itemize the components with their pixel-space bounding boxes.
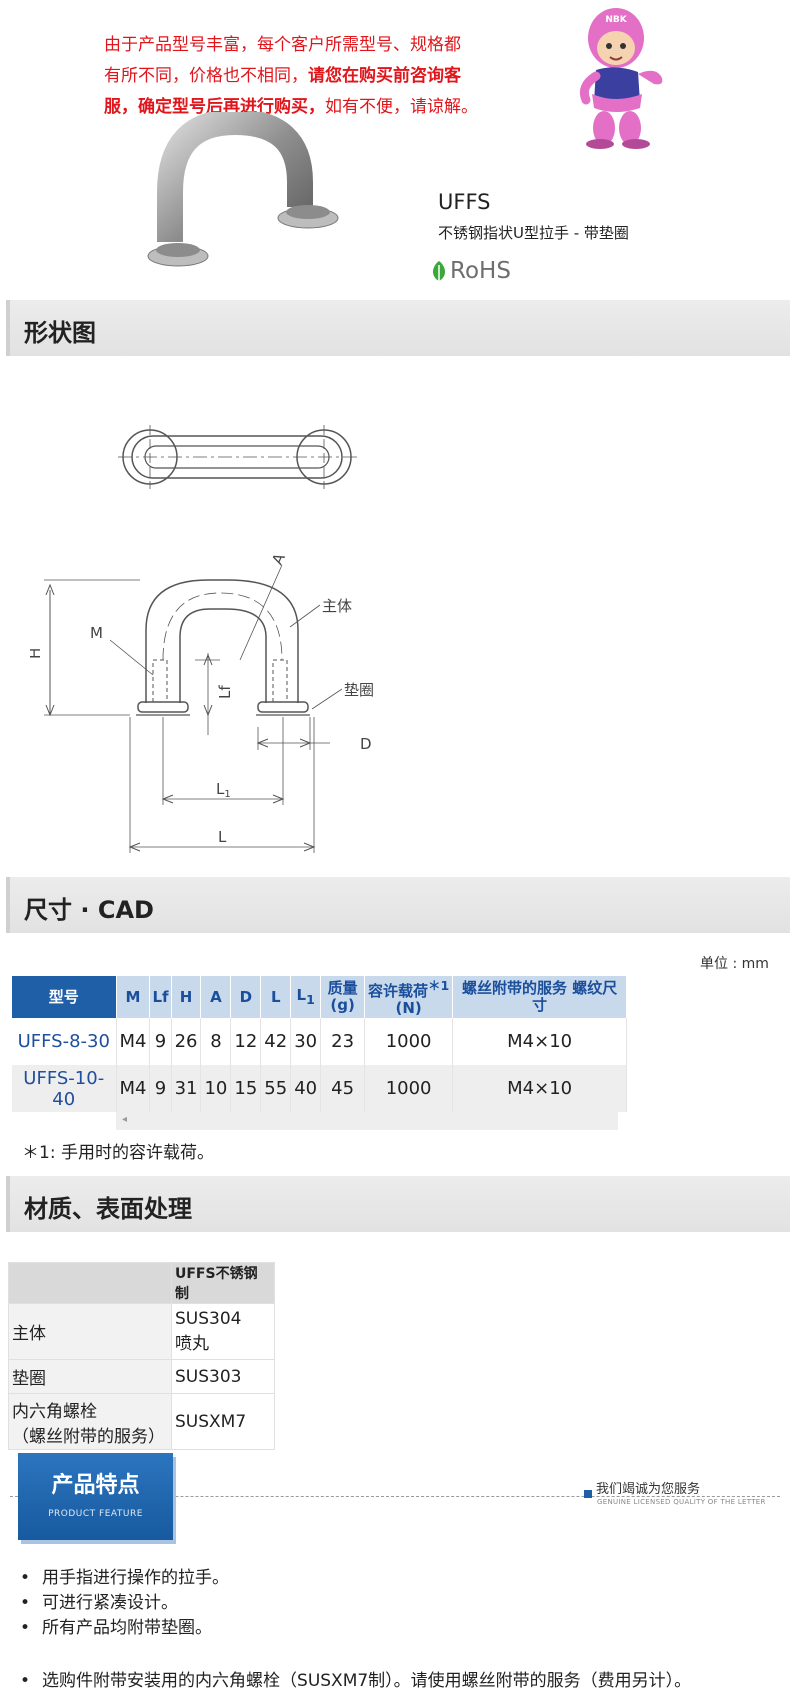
notice-line-3: 服，确定型号后再进行购买，如有不便，请谅解。	[104, 97, 478, 117]
service-slogan: 我们竭诚为您服务	[596, 1482, 701, 1497]
service-slogan-en: GENUINE LICENSED QUALITY OF THE LETTER	[597, 1498, 766, 1506]
svg-text:NBK: NBK	[605, 15, 627, 25]
cell-d: 12	[230, 1018, 262, 1065]
row-label-body: 主体	[8, 1303, 172, 1360]
col-lf: Lf	[149, 976, 172, 1018]
square-bullet-icon	[584, 1490, 592, 1498]
label-washer: 垫圈	[344, 681, 374, 699]
cell-lf: 9	[149, 1065, 172, 1112]
cell-l: 55	[260, 1065, 292, 1112]
feature-badge: 产品特点 PRODUCT FEATURE	[18, 1453, 173, 1540]
rohs-label: RoHS	[450, 258, 511, 284]
notice-line-1: 由于产品型号丰富，每个客户所需型号、规格都	[104, 35, 461, 55]
cell-load: 1000	[364, 1018, 454, 1065]
cell-load: 1000	[364, 1065, 454, 1112]
col-load: 容许载荷＊1(N)	[364, 976, 454, 1018]
cell-screw: M4×10	[452, 1065, 628, 1112]
cell-m: M4	[116, 1018, 151, 1065]
col-l1: L1	[290, 976, 322, 1018]
section-title: 尺寸 · CAD	[24, 896, 154, 924]
cell-l1: 40	[290, 1065, 322, 1112]
table-header-row: UFFS不锈钢制	[8, 1262, 275, 1304]
row-value-washer: SUS303	[171, 1359, 275, 1394]
cell-screw: M4×10	[452, 1018, 628, 1065]
cell-m: M4	[116, 1065, 151, 1112]
rohs-badge: RoHS	[430, 258, 511, 284]
notice-line-2: 有所不同，价格也不相同，请您在购买前咨询客	[104, 66, 461, 86]
cell-lf: 9	[149, 1018, 172, 1065]
leaf-icon	[433, 261, 445, 281]
note-list: 选购件附带安装用的内六角螺栓（SUSXM7制）。请使用螺丝附带的服务（费用另计）…	[20, 1666, 691, 1691]
cell-h: 26	[171, 1018, 202, 1065]
col-model: 型号	[12, 976, 117, 1018]
list-item: 选购件附带安装用的内六角螺栓（SUSXM7制）。请使用螺丝附带的服务（费用另计）…	[20, 1666, 691, 1691]
col-mass: 质量(g)	[320, 976, 366, 1018]
col-a: A	[200, 976, 232, 1018]
shape-drawing: H M Lf A 主体 垫圈 D L1 L	[30, 425, 374, 853]
feature-title-cn: 产品特点	[51, 1473, 140, 1498]
table-header-row: 型号 M Lf H A D L L1 质量(g) 容许载荷＊1(N) 螺丝附带的…	[12, 976, 628, 1018]
table-row: UFFS-10-40 M4 9 31 10 15 55 40 45 1000 M…	[12, 1065, 628, 1112]
feature-title-en: PRODUCT FEATURE	[48, 1509, 143, 1519]
list-item: 用手指进行操作的拉手。	[20, 1566, 229, 1591]
row-value-bolt: SUSXM7	[171, 1393, 275, 1450]
col-h: H	[171, 976, 202, 1018]
product-code: UFFS	[438, 190, 491, 214]
model-link[interactable]: UFFS-10-40	[12, 1065, 117, 1112]
section-header-shape: 形状图	[6, 300, 790, 356]
mascot-illustration: NBK	[579, 8, 663, 149]
table-row: 内六角螺栓（螺丝附带的服务） SUSXM7	[8, 1393, 275, 1450]
label-lf: Lf	[216, 685, 234, 699]
horizontal-scrollbar[interactable]: ◂	[116, 1112, 618, 1130]
cell-d: 15	[230, 1065, 262, 1112]
section-header-dimensions: 尺寸 · CAD	[6, 877, 790, 933]
feature-list: 用手指进行操作的拉手。 可进行紧凑设计。 所有产品均附带垫圈。	[20, 1566, 229, 1641]
unit-label: 单位 : mm	[700, 956, 769, 972]
row-label-washer: 垫圈	[8, 1359, 172, 1394]
front-view	[44, 564, 343, 853]
label-l1: L1	[216, 780, 231, 800]
cell-h: 31	[171, 1065, 202, 1112]
label-m: M	[90, 624, 103, 642]
cell-mass: 45	[320, 1065, 366, 1112]
price-notice: 由于产品型号丰富，每个客户所需型号、规格都 有所不同，价格也不相同，请您在购买前…	[104, 30, 544, 123]
cell-a: 8	[200, 1018, 232, 1065]
list-item: 可进行紧凑设计。	[20, 1591, 229, 1616]
col-m: M	[116, 976, 151, 1018]
label-l: L	[218, 828, 227, 846]
dimension-table: 型号 M Lf H A D L L1 质量(g) 容许载荷＊1(N) 螺丝附带的…	[12, 976, 628, 1112]
product-photo	[147, 112, 339, 267]
col-service: 螺丝附带的服务 螺纹尺寸	[452, 976, 628, 1018]
label-h: H	[30, 648, 44, 659]
section-title: 材质、表面处理	[24, 1195, 192, 1223]
scroll-left-icon[interactable]: ◂	[122, 1114, 128, 1125]
model-link[interactable]: UFFS-8-30	[12, 1018, 117, 1065]
footnote: ＊1: 手用时的容许载荷。	[22, 1143, 214, 1163]
table-row: UFFS-8-30 M4 9 26 8 12 42 30 23 1000 M4×…	[12, 1018, 628, 1065]
product-name: 不锈钢指状U型拉手 - 带垫圈	[438, 224, 629, 242]
table-row: 垫圈 SUS303	[8, 1359, 275, 1394]
col-d: D	[230, 976, 262, 1018]
cell-l: 42	[260, 1018, 292, 1065]
top-view	[118, 425, 360, 489]
header-material: UFFS不锈钢制	[171, 1262, 275, 1304]
divider	[10, 1496, 780, 1497]
col-l: L	[260, 976, 292, 1018]
cell-mass: 23	[320, 1018, 366, 1065]
label-d: D	[360, 735, 372, 753]
list-item: 所有产品均附带垫圈。	[20, 1616, 229, 1641]
cell-a: 10	[200, 1065, 232, 1112]
label-a: A	[268, 550, 289, 568]
section-header-material: 材质、表面处理	[6, 1176, 790, 1232]
label-main-body: 主体	[322, 597, 352, 615]
row-label-bolt: 内六角螺栓（螺丝附带的服务）	[8, 1393, 172, 1450]
header-empty	[8, 1262, 172, 1304]
section-title: 形状图	[24, 319, 96, 347]
cell-l1: 30	[290, 1018, 322, 1065]
